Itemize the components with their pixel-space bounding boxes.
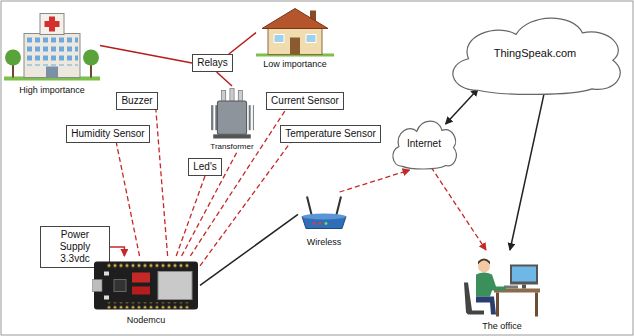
router-node: Wireless <box>298 192 350 248</box>
connector <box>229 33 256 54</box>
process-box: Current Sensor <box>266 92 344 110</box>
nodemcu-board <box>92 256 200 315</box>
box-label: Led's <box>193 161 217 173</box>
connector <box>431 167 486 250</box>
transformer-illustration <box>207 86 257 141</box>
node-label: Low importance <box>262 59 328 70</box>
node-label: The office <box>481 321 522 332</box>
icon-frame <box>462 250 542 321</box>
node-label: Wireless <box>306 237 343 248</box>
connector <box>116 143 139 256</box>
hospital-node: High importance <box>4 4 100 96</box>
node-label: Nodemcu <box>126 315 167 326</box>
connector <box>182 152 237 256</box>
cloud-node: Internet <box>388 116 460 170</box>
house-illustration <box>256 2 334 59</box>
house-node: Low importance <box>256 2 334 70</box>
process-box: Relays <box>192 54 233 72</box>
box-label: Power Supply 3.3vdc <box>45 229 105 265</box>
box-label: Temperature Sensor <box>285 128 376 140</box>
icon-frame <box>92 256 200 315</box>
connector <box>340 170 410 192</box>
icon-frame <box>4 4 100 85</box>
box-label: Humidity Sensor <box>71 128 145 140</box>
process-box: Buzzer <box>116 92 158 110</box>
node-label: High importance <box>18 85 86 96</box>
hospital-illustration <box>4 4 100 85</box>
connector <box>510 92 545 250</box>
icon-frame <box>256 2 334 59</box>
process-box: Humidity Sensor <box>66 125 150 143</box>
connector <box>176 176 205 256</box>
connector <box>446 89 478 124</box>
office-node: The office <box>462 250 542 332</box>
router-illustration <box>298 192 350 237</box>
connector <box>200 214 298 285</box>
process-box: Led's <box>188 158 222 176</box>
icon-frame <box>298 192 350 237</box>
connector <box>110 247 124 256</box>
icon-frame <box>207 86 257 141</box>
office-illustration <box>462 250 542 321</box>
node-label: Transformer <box>209 141 254 152</box>
box-label: Buzzer <box>121 95 153 107</box>
box-label: Relays <box>197 57 228 69</box>
connector <box>217 72 232 86</box>
transformer-node: Transformer <box>207 86 257 152</box>
nodemcu-node: Nodemcu <box>92 256 200 326</box>
cloud-node: ThingSpeak.com <box>440 10 630 96</box>
node-label: ThingSpeak.com <box>494 47 577 59</box>
node-label: Internet <box>407 138 441 149</box>
connector <box>156 110 168 256</box>
process-box: Temperature Sensor <box>280 125 381 143</box>
box-label: Current Sensor <box>271 95 339 107</box>
connector <box>100 45 192 63</box>
